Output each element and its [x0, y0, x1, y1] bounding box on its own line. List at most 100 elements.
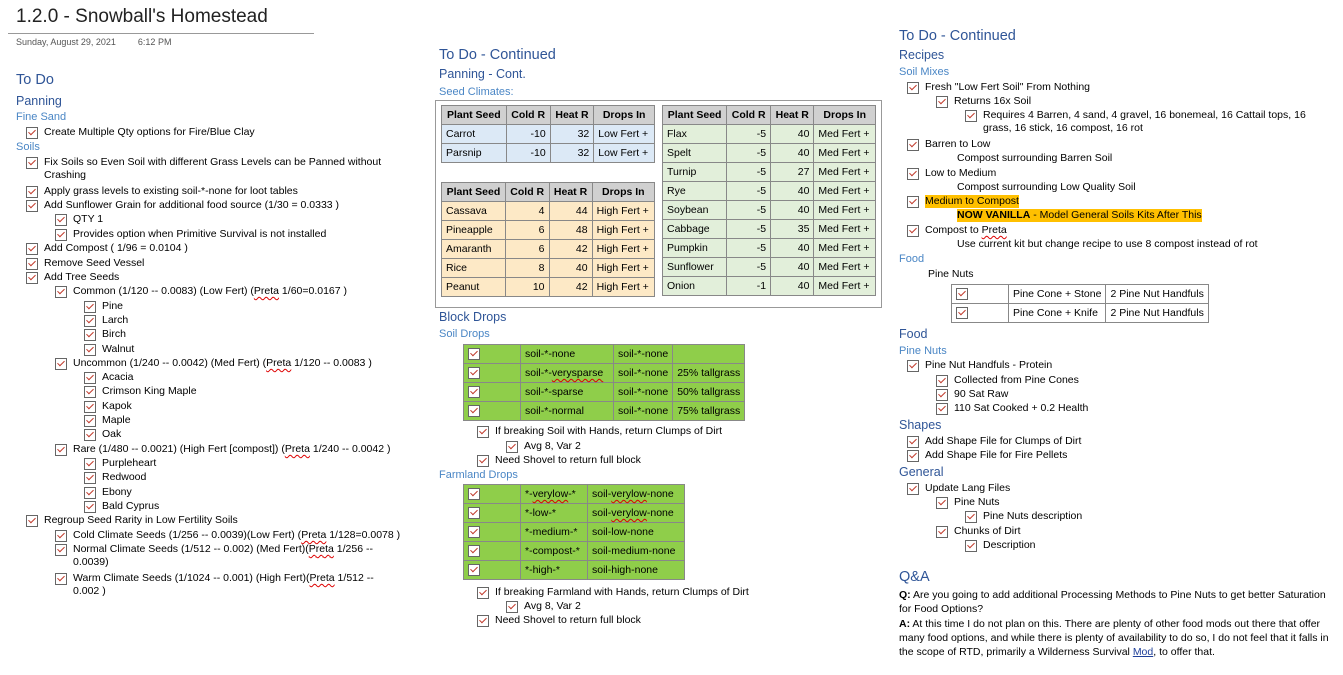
mod-link[interactable]: Mod [1132, 646, 1154, 658]
todo-item[interactable]: Avg 8, Var 2 [506, 600, 581, 613]
checkbox[interactable] [84, 501, 96, 513]
checkbox[interactable] [468, 545, 480, 558]
checkbox[interactable] [26, 272, 38, 284]
checkbox[interactable] [477, 455, 489, 467]
checkbox[interactable] [84, 458, 96, 470]
todo-item[interactable]: QTY 1 [55, 213, 103, 226]
todo-item[interactable]: Walnut [84, 343, 134, 356]
todo-item[interactable]: Larch [84, 314, 128, 327]
todo-item[interactable]: Provides option when Primitive Survival … [55, 228, 326, 241]
todo-item[interactable]: Uncommon (1/240 -- 0.0042) (Med Fert) (P… [55, 357, 372, 370]
checkbox[interactable] [936, 389, 948, 401]
checkbox[interactable] [965, 511, 977, 523]
checkbox[interactable] [907, 450, 919, 462]
checkbox[interactable] [907, 139, 919, 151]
todo-item[interactable]: Cold Climate Seeds (1/256 -- 0.0039)(Low… [55, 529, 400, 542]
checkbox[interactable] [907, 82, 919, 94]
checkbox[interactable] [506, 601, 518, 613]
todo-item[interactable]: Add Sunflower Grain for additional food … [26, 199, 339, 212]
todo-item[interactable]: Apply grass levels to existing soil-*-no… [26, 185, 298, 198]
todo-item[interactable]: Update Lang Files [907, 482, 1010, 495]
checkbox[interactable] [55, 358, 67, 370]
checkbox[interactable] [26, 258, 38, 270]
todo-item[interactable]: Need Shovel to return full block [477, 454, 641, 467]
checkbox[interactable] [84, 401, 96, 413]
checkbox[interactable] [506, 441, 518, 453]
todo-item[interactable]: Add Tree Seeds [26, 271, 119, 284]
checkbox[interactable] [26, 515, 38, 527]
checkbox[interactable] [84, 386, 96, 398]
checkbox[interactable] [468, 405, 480, 418]
checkbox[interactable] [26, 200, 38, 212]
todo-item[interactable]: Fresh "Low Fert Soil" From Nothing [907, 81, 1090, 94]
checkbox[interactable] [84, 301, 96, 313]
todo-item[interactable]: Kapok [84, 400, 132, 413]
todo-item[interactable]: Redwood [84, 471, 146, 484]
checkbox[interactable] [55, 286, 67, 298]
todo-item[interactable]: Bald Cyprus [84, 500, 159, 513]
todo-item[interactable]: Rare (1/480 -- 0.0021) (High Fert [compo… [55, 443, 391, 456]
todo-item[interactable]: Purpleheart [84, 457, 156, 470]
checkbox[interactable] [907, 168, 919, 180]
todo-item[interactable]: Fix Soils so Even Soil with different Gr… [26, 156, 381, 182]
checkbox[interactable] [468, 526, 480, 539]
todo-item[interactable]: Barren to Low [907, 138, 990, 151]
todo-item[interactable]: Low to Medium [907, 167, 996, 180]
checkbox[interactable] [477, 615, 489, 627]
todo-item[interactable]: Collected from Pine Cones [936, 374, 1079, 387]
todo-item[interactable]: Common (1/120 -- 0.0083) (Low Fert) (Pre… [55, 285, 347, 298]
checkbox[interactable] [936, 375, 948, 387]
checkbox[interactable] [55, 444, 67, 456]
todo-item[interactable]: Chunks of Dirt [936, 525, 1021, 538]
todo-item[interactable]: Pine [84, 300, 123, 313]
todo-item[interactable]: If breaking Soil with Hands, return Clum… [477, 425, 722, 438]
todo-item[interactable]: Regroup Seed Rarity in Low Fertility Soi… [26, 514, 238, 527]
checkbox[interactable] [965, 110, 977, 122]
checkbox[interactable] [907, 436, 919, 448]
checkbox[interactable] [907, 196, 919, 208]
checkbox[interactable] [468, 367, 480, 380]
todo-item[interactable]: Description [965, 539, 1036, 552]
checkbox[interactable] [55, 229, 67, 241]
checkbox[interactable] [26, 243, 38, 255]
checkbox[interactable] [26, 186, 38, 198]
checkbox[interactable] [936, 403, 948, 415]
checkbox[interactable] [936, 497, 948, 509]
todo-item[interactable]: Medium to Compost [907, 195, 1019, 208]
todo-item[interactable]: Need Shovel to return full block [477, 614, 641, 627]
checkbox[interactable] [965, 540, 977, 552]
checkbox[interactable] [907, 225, 919, 237]
checkbox[interactable] [84, 315, 96, 327]
todo-item[interactable]: Pine Nuts description [965, 510, 1082, 523]
checkbox[interactable] [55, 544, 67, 556]
checkbox[interactable] [468, 348, 480, 361]
checkbox[interactable] [468, 507, 480, 520]
todo-item[interactable]: Remove Seed Vessel [26, 257, 144, 270]
todo-item[interactable]: Acacia [84, 371, 134, 384]
todo-item[interactable]: Add Shape File for Fire Pellets [907, 449, 1067, 462]
checkbox[interactable] [55, 214, 67, 226]
todo-item[interactable]: Pine Nuts [936, 496, 1000, 509]
checkbox[interactable] [84, 344, 96, 356]
checkbox[interactable] [468, 386, 480, 399]
checkbox[interactable] [84, 329, 96, 341]
todo-item[interactable]: Pine Nut Handfuls - Protein [907, 359, 1052, 372]
todo-item[interactable]: Create Multiple Qty options for Fire/Blu… [26, 126, 255, 139]
checkbox[interactable] [477, 426, 489, 438]
todo-item[interactable]: 110 Sat Cooked + 0.2 Health [936, 402, 1088, 415]
checkbox[interactable] [936, 526, 948, 538]
todo-item[interactable]: Returns 16x Soil [936, 95, 1031, 108]
todo-item[interactable]: Oak [84, 428, 121, 441]
todo-item[interactable]: Crimson King Maple [84, 385, 197, 398]
todo-item[interactable]: Add Shape File for Clumps of Dirt [907, 435, 1081, 448]
todo-item[interactable]: Add Compost ( 1/96 = 0.0104 ) [26, 242, 188, 255]
checkbox[interactable] [936, 96, 948, 108]
checkbox[interactable] [55, 573, 67, 585]
checkbox[interactable] [468, 488, 480, 501]
todo-item[interactable]: Requires 4 Barren, 4 sand, 4 gravel, 16 … [965, 109, 1306, 135]
checkbox[interactable] [907, 360, 919, 372]
todo-item[interactable]: Ebony [84, 486, 132, 499]
checkbox[interactable] [84, 472, 96, 484]
checkbox[interactable] [84, 429, 96, 441]
todo-item[interactable]: Normal Climate Seeds (1/512 -- 0.002) (M… [55, 543, 373, 569]
